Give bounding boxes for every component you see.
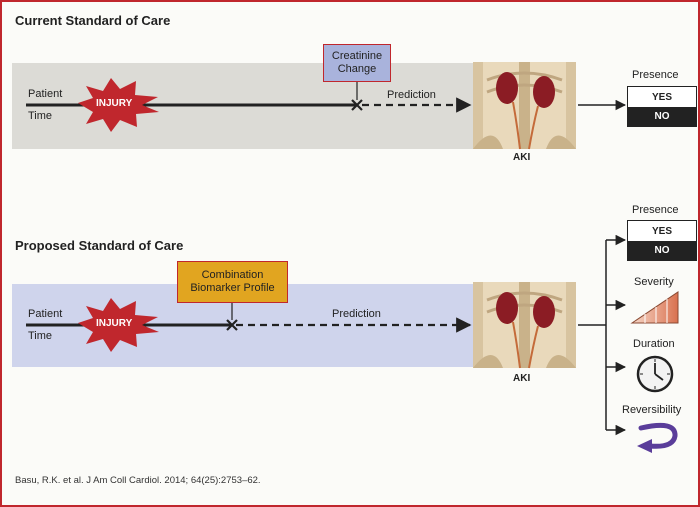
reversibility-label: Reversibility — [622, 404, 682, 416]
creatinine-x-marker — [351, 99, 363, 111]
proposed-prediction-label: Prediction — [332, 308, 381, 320]
clock-icon — [636, 355, 674, 393]
proposed-no-cell: NO — [628, 241, 696, 260]
proposed-presence-label: Presence — [632, 204, 679, 216]
proposed-injury-label: INJURY — [96, 318, 133, 329]
current-aki-label: AKI — [513, 152, 531, 163]
outcome-branch-lines — [578, 240, 607, 430]
proposed-time-label: Time — [28, 330, 53, 342]
proposed-patient-label: Patient — [28, 308, 63, 320]
current-time-label: Time — [28, 110, 53, 122]
current-section-title: Current Standard of Care — [15, 13, 171, 28]
current-injury-burst — [78, 78, 159, 132]
combination-biomarker-box: Combination Biomarker Profile — [177, 261, 288, 303]
proposed-aki-label: AKI — [513, 373, 531, 384]
current-presence-label: Presence — [632, 69, 679, 81]
creatinine-change-box: Creatinine Change — [323, 44, 391, 82]
current-kidney-image — [473, 62, 576, 150]
proposed-presence-box: YES NO — [627, 220, 697, 261]
current-patient-label: Patient — [28, 88, 63, 100]
proposed-injury-burst — [78, 298, 159, 352]
current-injury-label: INJURY — [96, 98, 133, 109]
proposed-kidney-image — [473, 282, 576, 369]
proposed-yes-cell: YES — [628, 221, 696, 241]
reversibility-arrow-icon — [637, 422, 678, 453]
severity-icon — [630, 291, 679, 324]
severity-label: Severity — [634, 276, 674, 288]
current-no-cell: NO — [628, 107, 696, 126]
proposed-section-title: Proposed Standard of Care — [15, 238, 184, 253]
biomarker-x-marker — [226, 319, 238, 331]
current-prediction-label: Prediction — [387, 89, 436, 101]
current-presence-box: YES NO — [627, 86, 697, 127]
duration-label: Duration — [633, 338, 675, 350]
citation: Basu, R.K. et al. J Am Coll Cardiol. 201… — [15, 475, 261, 486]
current-yes-cell: YES — [628, 87, 696, 107]
